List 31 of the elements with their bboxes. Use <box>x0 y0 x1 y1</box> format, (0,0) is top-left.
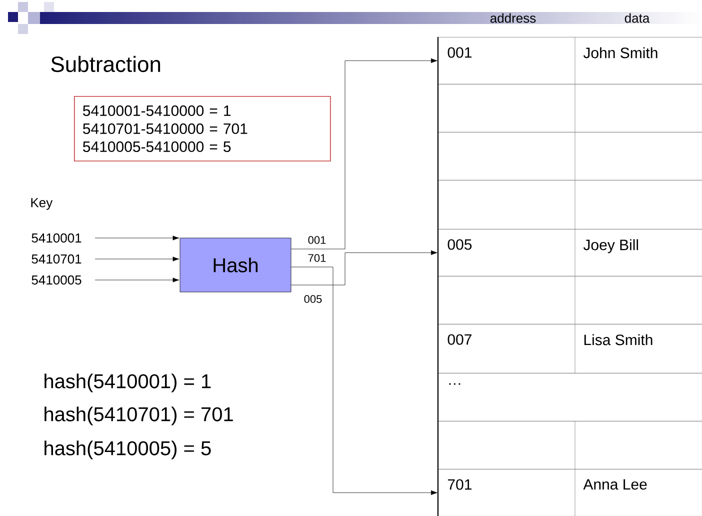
arrow <box>291 58 438 250</box>
table-row <box>438 132 702 180</box>
table-row: 701 Anna Lee <box>438 468 702 516</box>
table-row <box>438 84 702 132</box>
table-row: 001 John Smith <box>438 36 702 84</box>
table-row: 005 Joey Bill <box>438 228 702 276</box>
title: Subtraction <box>51 56 160 72</box>
hash-equation: hash(5410005) = 5 <box>44 440 211 460</box>
hash-box: Hash <box>180 238 292 292</box>
key-value: 5410001 <box>32 233 82 243</box>
table-row <box>438 276 702 324</box>
hash-equation: hash(5410701) = 701 <box>44 406 233 426</box>
arrow <box>94 278 180 282</box>
table-row: … <box>438 373 702 422</box>
table-row <box>438 180 702 230</box>
column-header: data <box>624 13 650 23</box>
arrow <box>291 250 438 286</box>
table-row: 007 Lisa Smith <box>438 324 702 374</box>
edge-label: 001 <box>308 236 326 244</box>
key-heading: Key <box>31 198 53 210</box>
key-value: 5410005 <box>32 275 82 285</box>
arrow <box>291 266 438 496</box>
arrow <box>94 256 180 262</box>
edge-label: 701 <box>308 254 326 262</box>
edge-label: 005 <box>304 295 322 303</box>
hash-equation: hash(5410001) = 1 <box>44 374 211 392</box>
column-header: address <box>490 13 536 23</box>
formula-box: 5410001-5410000 = 1 5410701-5410000 = 701 5410005-5410000 = 5 <box>74 96 331 162</box>
key-value: 5410701 <box>32 254 82 264</box>
arrow <box>94 236 180 240</box>
table-row <box>438 420 702 470</box>
